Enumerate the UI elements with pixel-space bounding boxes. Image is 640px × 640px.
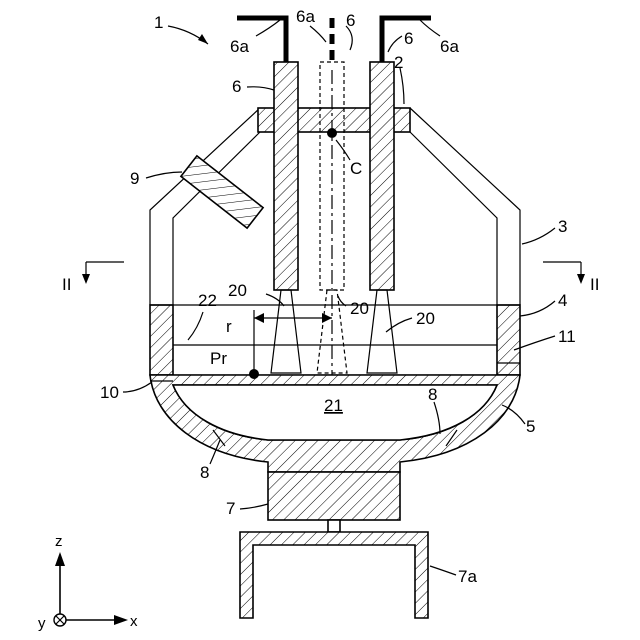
leader-electrode-left [247,87,274,90]
leader-lead-left [256,20,280,36]
support-block [268,472,400,520]
electrode-left [274,62,298,290]
label-point-pr: Pr [210,349,227,368]
leader-center-point [336,140,350,160]
label-slag: 22 [198,291,217,310]
arc-right [367,290,397,373]
label-refractory-left: 8 [200,463,209,482]
label-arc-right: 20 [416,309,435,328]
leader-slag [188,312,203,340]
frame [240,532,428,618]
center-point-c [327,128,337,138]
leader-lid [400,68,404,104]
label-lid: 2 [394,53,403,72]
label-axis-x: x [130,613,138,630]
axis-x-arrow [114,615,128,625]
side-wall-left [150,305,173,375]
label-boundary-left: 10 [100,383,119,402]
label-lead-right: 6a [440,37,459,56]
leader-arc-left [266,294,284,306]
section-right-arrow [577,274,585,284]
label-lead-center: 6a [296,7,315,26]
leader-electrode-right [388,36,402,52]
upper-shell [150,108,520,305]
section-left-arrow [82,274,90,284]
radius-arrow-right [322,313,332,323]
leader-boundary-left [123,382,152,392]
leader-lead-center [310,26,326,42]
label-radius: r [226,317,232,336]
leader-charge-port [146,172,182,178]
axis-z-arrow [55,552,65,566]
label-arc-center: 20 [350,299,369,318]
label-bottom-shell: 5 [526,417,535,436]
upper-shell-inner [173,132,497,305]
leader-support [240,504,268,509]
label-axis-z: z [55,533,63,550]
leader-arc-right [386,318,412,332]
point-pr [249,369,259,379]
support-shaft [328,520,340,532]
charge-port [181,156,263,228]
leader-lead-right [420,20,440,36]
label-electrode-center: 6 [346,11,355,30]
side-wall-right [497,305,520,375]
label-center-point: C [350,159,362,178]
label-refractory-right: 8 [428,385,437,404]
radius-arrow-left [254,313,264,323]
label-side-wall: 4 [558,291,567,310]
label-charge-port: 9 [130,169,139,188]
label-electrode-right: 6 [404,29,413,48]
label-electrode-left: 6 [232,77,241,96]
label-section-left: II [62,275,71,294]
label-frame: 7a [458,567,477,586]
label-fig-ref: 1 [154,13,163,32]
label-section-right: II [590,275,599,294]
arc-left [271,290,301,373]
label-boundary-right: 11 [558,327,576,346]
leader-frame [430,566,456,575]
label-support: 7 [226,499,235,518]
label-melt: 21 [324,396,343,415]
label-lead-left: 6a [230,37,249,56]
electrode-right [370,62,394,290]
label-arc-left: 20 [228,281,247,300]
leader-side-wall [520,301,555,316]
label-upper-shell: 3 [558,217,567,236]
leader-fig-ref-arrow [198,34,208,44]
label-axis-y: y [38,615,46,632]
leader-upper-shell [522,228,555,244]
